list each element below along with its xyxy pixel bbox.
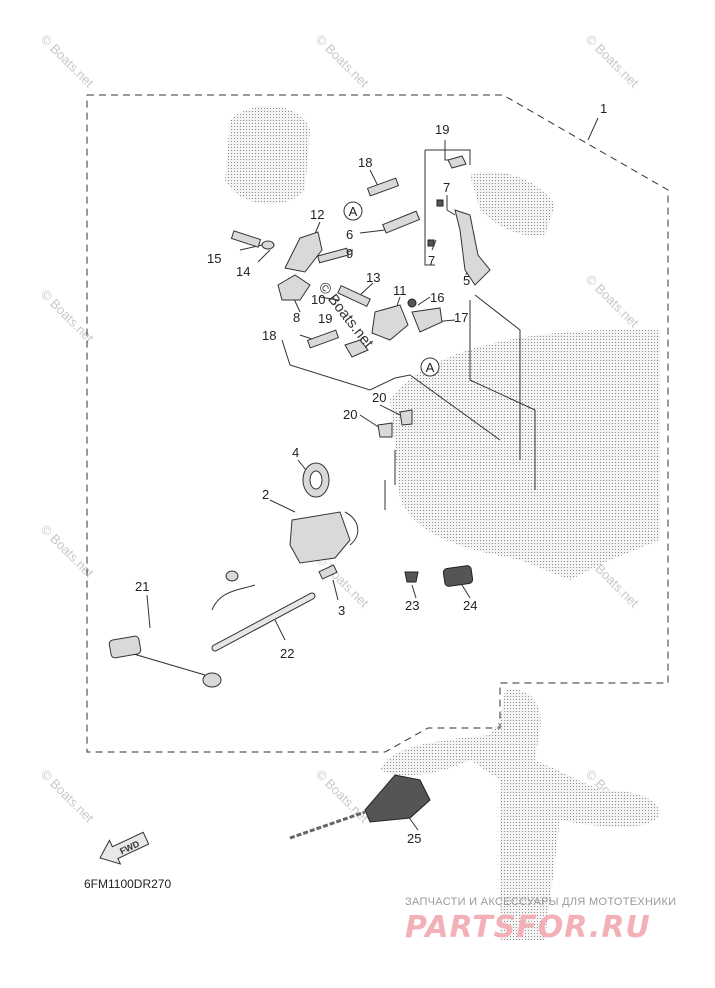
parts-group <box>108 155 491 840</box>
assembly-outline <box>86 94 669 753</box>
part-3 <box>318 564 338 580</box>
part-number: 1 <box>600 101 607 116</box>
part-number: 13 <box>366 270 380 285</box>
watermark: © Boats.net <box>38 522 97 581</box>
part-number: 14 <box>236 264 250 279</box>
watermark: © Boats.net <box>313 767 372 826</box>
part-number: 19 <box>435 122 449 137</box>
part-17 <box>411 307 443 333</box>
part-19-upper <box>447 155 467 169</box>
part-number: 12 <box>310 207 324 222</box>
part-21-end <box>108 635 142 659</box>
part-number: 6 <box>346 227 353 242</box>
watermark: © Boats.net <box>38 32 97 91</box>
part-number: 20 <box>343 407 357 422</box>
part-21-connector <box>225 570 239 582</box>
part-20-left <box>377 422 393 438</box>
part-12 <box>284 231 323 273</box>
part-number: 16 <box>430 290 444 305</box>
part-number: 5 <box>463 273 470 288</box>
part-number: 8 <box>293 310 300 325</box>
footer-tagline: ЗАПЧАСТИ И АКСЕССУАРЫ ДЛЯ МОТОТЕХНИКИ <box>405 896 676 908</box>
part-25-pin <box>289 810 366 840</box>
part-7 <box>436 199 444 207</box>
part-number: 18 <box>262 328 276 343</box>
part-number: 18 <box>358 155 372 170</box>
part-number: 3 <box>338 603 345 618</box>
part-21-wire <box>211 584 256 611</box>
engine-housing-background <box>225 106 660 940</box>
part-22-fill <box>212 593 315 651</box>
part-5 <box>454 209 491 286</box>
part-14 <box>261 240 275 250</box>
part-23 <box>404 571 419 583</box>
part-24 <box>442 565 474 587</box>
part-number: 24 <box>463 598 477 613</box>
reference-marker-upper: A <box>343 201 363 221</box>
part-2-arc <box>344 511 359 546</box>
part-number: 21 <box>135 579 149 594</box>
part-number: 2 <box>262 487 269 502</box>
part-number: 20 <box>372 390 386 405</box>
part-13 <box>337 284 371 308</box>
part-19-lower <box>344 339 369 358</box>
diagram-code: 6FM1100DR270 <box>84 877 171 891</box>
part-number-labels: 1 2 3 4 5 6 7 7 8 9 10 11 12 13 14 15 16… <box>135 101 607 846</box>
part-number: 4 <box>292 445 299 460</box>
part-6 <box>382 210 421 234</box>
part-21-knob <box>202 672 222 688</box>
part-number: 22 <box>280 646 294 661</box>
part-25 <box>364 774 431 823</box>
watermark: © Boats.net <box>38 287 97 346</box>
part-4-inner <box>309 470 323 490</box>
part-number: 10 <box>311 292 325 307</box>
part-number: 17 <box>454 310 468 325</box>
part-number: 19 <box>318 311 332 326</box>
footer-brand-logo: PARTSFOR.RU <box>405 910 651 945</box>
part-number: 23 <box>405 598 419 613</box>
watermark: © Boats.net <box>313 32 372 91</box>
part-18-lower <box>306 329 340 349</box>
part-9 <box>317 247 350 264</box>
part-number: 25 <box>407 831 421 846</box>
part-20-right <box>399 409 413 426</box>
part-16 <box>407 298 417 308</box>
reference-marker-label: A <box>426 360 435 375</box>
part-2 <box>289 511 351 564</box>
part-number: 15 <box>207 251 221 266</box>
part-number: 7 <box>428 253 435 268</box>
watermark: © Boats.net <box>583 32 642 91</box>
part-number: 7 <box>443 180 450 195</box>
part-number: 9 <box>346 246 353 261</box>
fwd-arrow: FWD <box>99 831 150 865</box>
reference-marker-lower: A <box>420 357 440 377</box>
part-11 <box>371 304 409 341</box>
part-number: 11 <box>393 283 407 298</box>
part-7b <box>427 239 435 247</box>
reference-marker-label: A <box>349 204 358 219</box>
part-18-upper <box>366 177 400 197</box>
watermark: © Boats.net <box>38 767 97 826</box>
watermark: © Boats.net <box>583 272 642 331</box>
part-15 <box>230 230 262 248</box>
part-8 <box>277 274 311 301</box>
